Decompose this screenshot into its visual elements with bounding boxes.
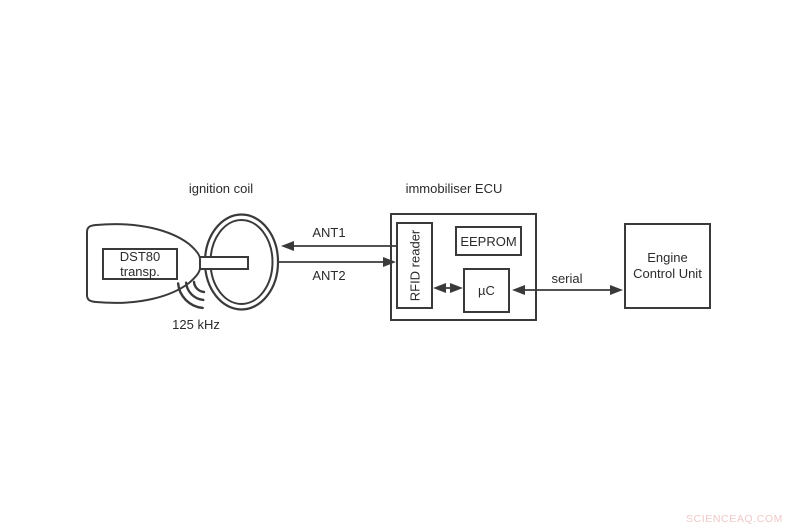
rfid-uc-right-arrowhead bbox=[450, 283, 463, 293]
dst80-transponder-box: DST80 transp. bbox=[102, 248, 178, 280]
rfid-reader-label: RFID reader bbox=[407, 229, 422, 302]
eeprom-box: EEPROM bbox=[455, 226, 522, 256]
serial-left-arrowhead bbox=[512, 285, 525, 295]
radio-waves-icon bbox=[176, 280, 206, 310]
ignition-coil-label: ignition coil bbox=[188, 181, 254, 196]
watermark-text: SCIENCEAQ.COM bbox=[685, 513, 783, 525]
key-head bbox=[86, 223, 201, 304]
ant2-arrowhead bbox=[383, 257, 396, 267]
engine-control-unit-line1: Engine bbox=[647, 250, 688, 265]
engine-control-unit-box: Engine Control Unit bbox=[624, 223, 711, 309]
eeprom-label: EEPROM bbox=[460, 233, 517, 249]
dst80-transponder-line2: transp. bbox=[120, 264, 160, 279]
serial-label: serial bbox=[551, 271, 583, 286]
ant1-label: ANT1 bbox=[312, 225, 346, 240]
engine-control-unit-line2: Control Unit bbox=[633, 266, 702, 281]
rfid-uc-left-arrowhead bbox=[433, 283, 446, 293]
dst80-transponder-line1: DST80 bbox=[119, 249, 161, 264]
rfid-reader-box: RFID reader bbox=[396, 222, 433, 309]
ant2-label: ANT2 bbox=[312, 268, 346, 283]
microcontroller-label: µC bbox=[478, 283, 495, 298]
immobiliser-ecu-label: immobiliser ECU bbox=[405, 181, 503, 196]
microcontroller-box: µC bbox=[463, 268, 510, 313]
frequency-label: 125 kHz bbox=[172, 317, 220, 332]
serial-right-arrowhead bbox=[610, 285, 623, 295]
ant1-arrowhead bbox=[281, 241, 294, 251]
immobiliser-ecu-box bbox=[390, 213, 537, 321]
